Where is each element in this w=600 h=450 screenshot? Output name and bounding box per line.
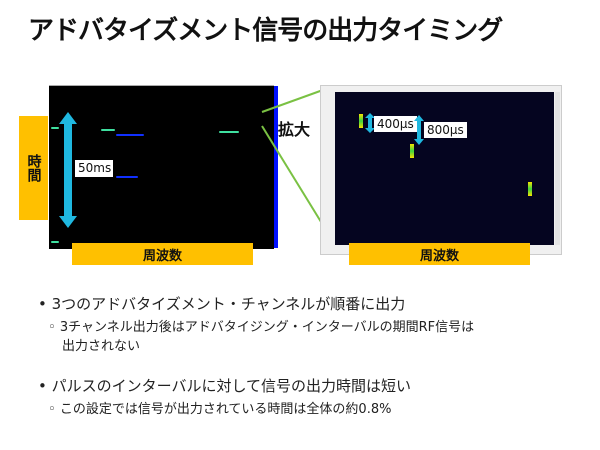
- pulse: [528, 182, 532, 196]
- bullet-2: • パルスのインターバルに対して信号の出力時間は短い: [38, 377, 412, 395]
- sub-bullet-1: ◦ 3チャンネル出力後はアドバタイジング・インターバルの期間RF信号は出力されな…: [48, 320, 475, 354]
- pulse-width-arrow-icon: [365, 113, 375, 133]
- sub-bullet-text: 出力されない: [62, 339, 141, 354]
- signal-trace: [51, 241, 59, 243]
- pulse: [359, 114, 363, 128]
- pulse-spacing-label: 800µs: [424, 122, 467, 138]
- pulse: [410, 144, 414, 158]
- slide-title: アドバタイズメント信号の出力タイミング: [28, 16, 503, 46]
- bullet-1: • 3つのアドバタイズメント・チャンネルが順番に出力: [38, 295, 406, 313]
- signal-trace: [101, 129, 115, 131]
- right-analyzer-window: [320, 85, 562, 255]
- pulse-width-label: 400µs: [374, 116, 417, 132]
- signal-trace: [116, 176, 138, 178]
- interval-arrow-icon: [59, 112, 77, 228]
- right-frequency-axis-label: 周波数: [349, 243, 530, 265]
- pulse-spacing-arrow-icon: [414, 115, 424, 145]
- left-frequency-axis-label: 周波数: [72, 243, 253, 265]
- time-axis-label: 時間: [19, 116, 48, 220]
- blue-edge-bar: [274, 86, 278, 248]
- signal-trace: [219, 131, 239, 133]
- sub-bullet-2: ◦ この設定では信号が出力されている時間は全体の約0.8%: [48, 402, 392, 417]
- sub-bullet-text: 3チャンネル出力後はアドバタイジング・インターバルの期間RF信号は: [59, 320, 475, 335]
- scrollbar[interactable]: [555, 92, 560, 245]
- signal-trace: [116, 134, 144, 136]
- interval-label: 50ms: [75, 160, 113, 177]
- signal-trace: [51, 127, 59, 129]
- sub-bullet-text: この設定では信号が出力されている時間は全体の約0.8%: [59, 402, 392, 417]
- bullet-text: パルスのインターバルに対して信号の出力時間は短い: [51, 377, 412, 395]
- zoom-label: 拡大: [278, 120, 311, 139]
- bullet-text: 3つのアドバタイズメント・チャンネルが順番に出力: [51, 295, 406, 313]
